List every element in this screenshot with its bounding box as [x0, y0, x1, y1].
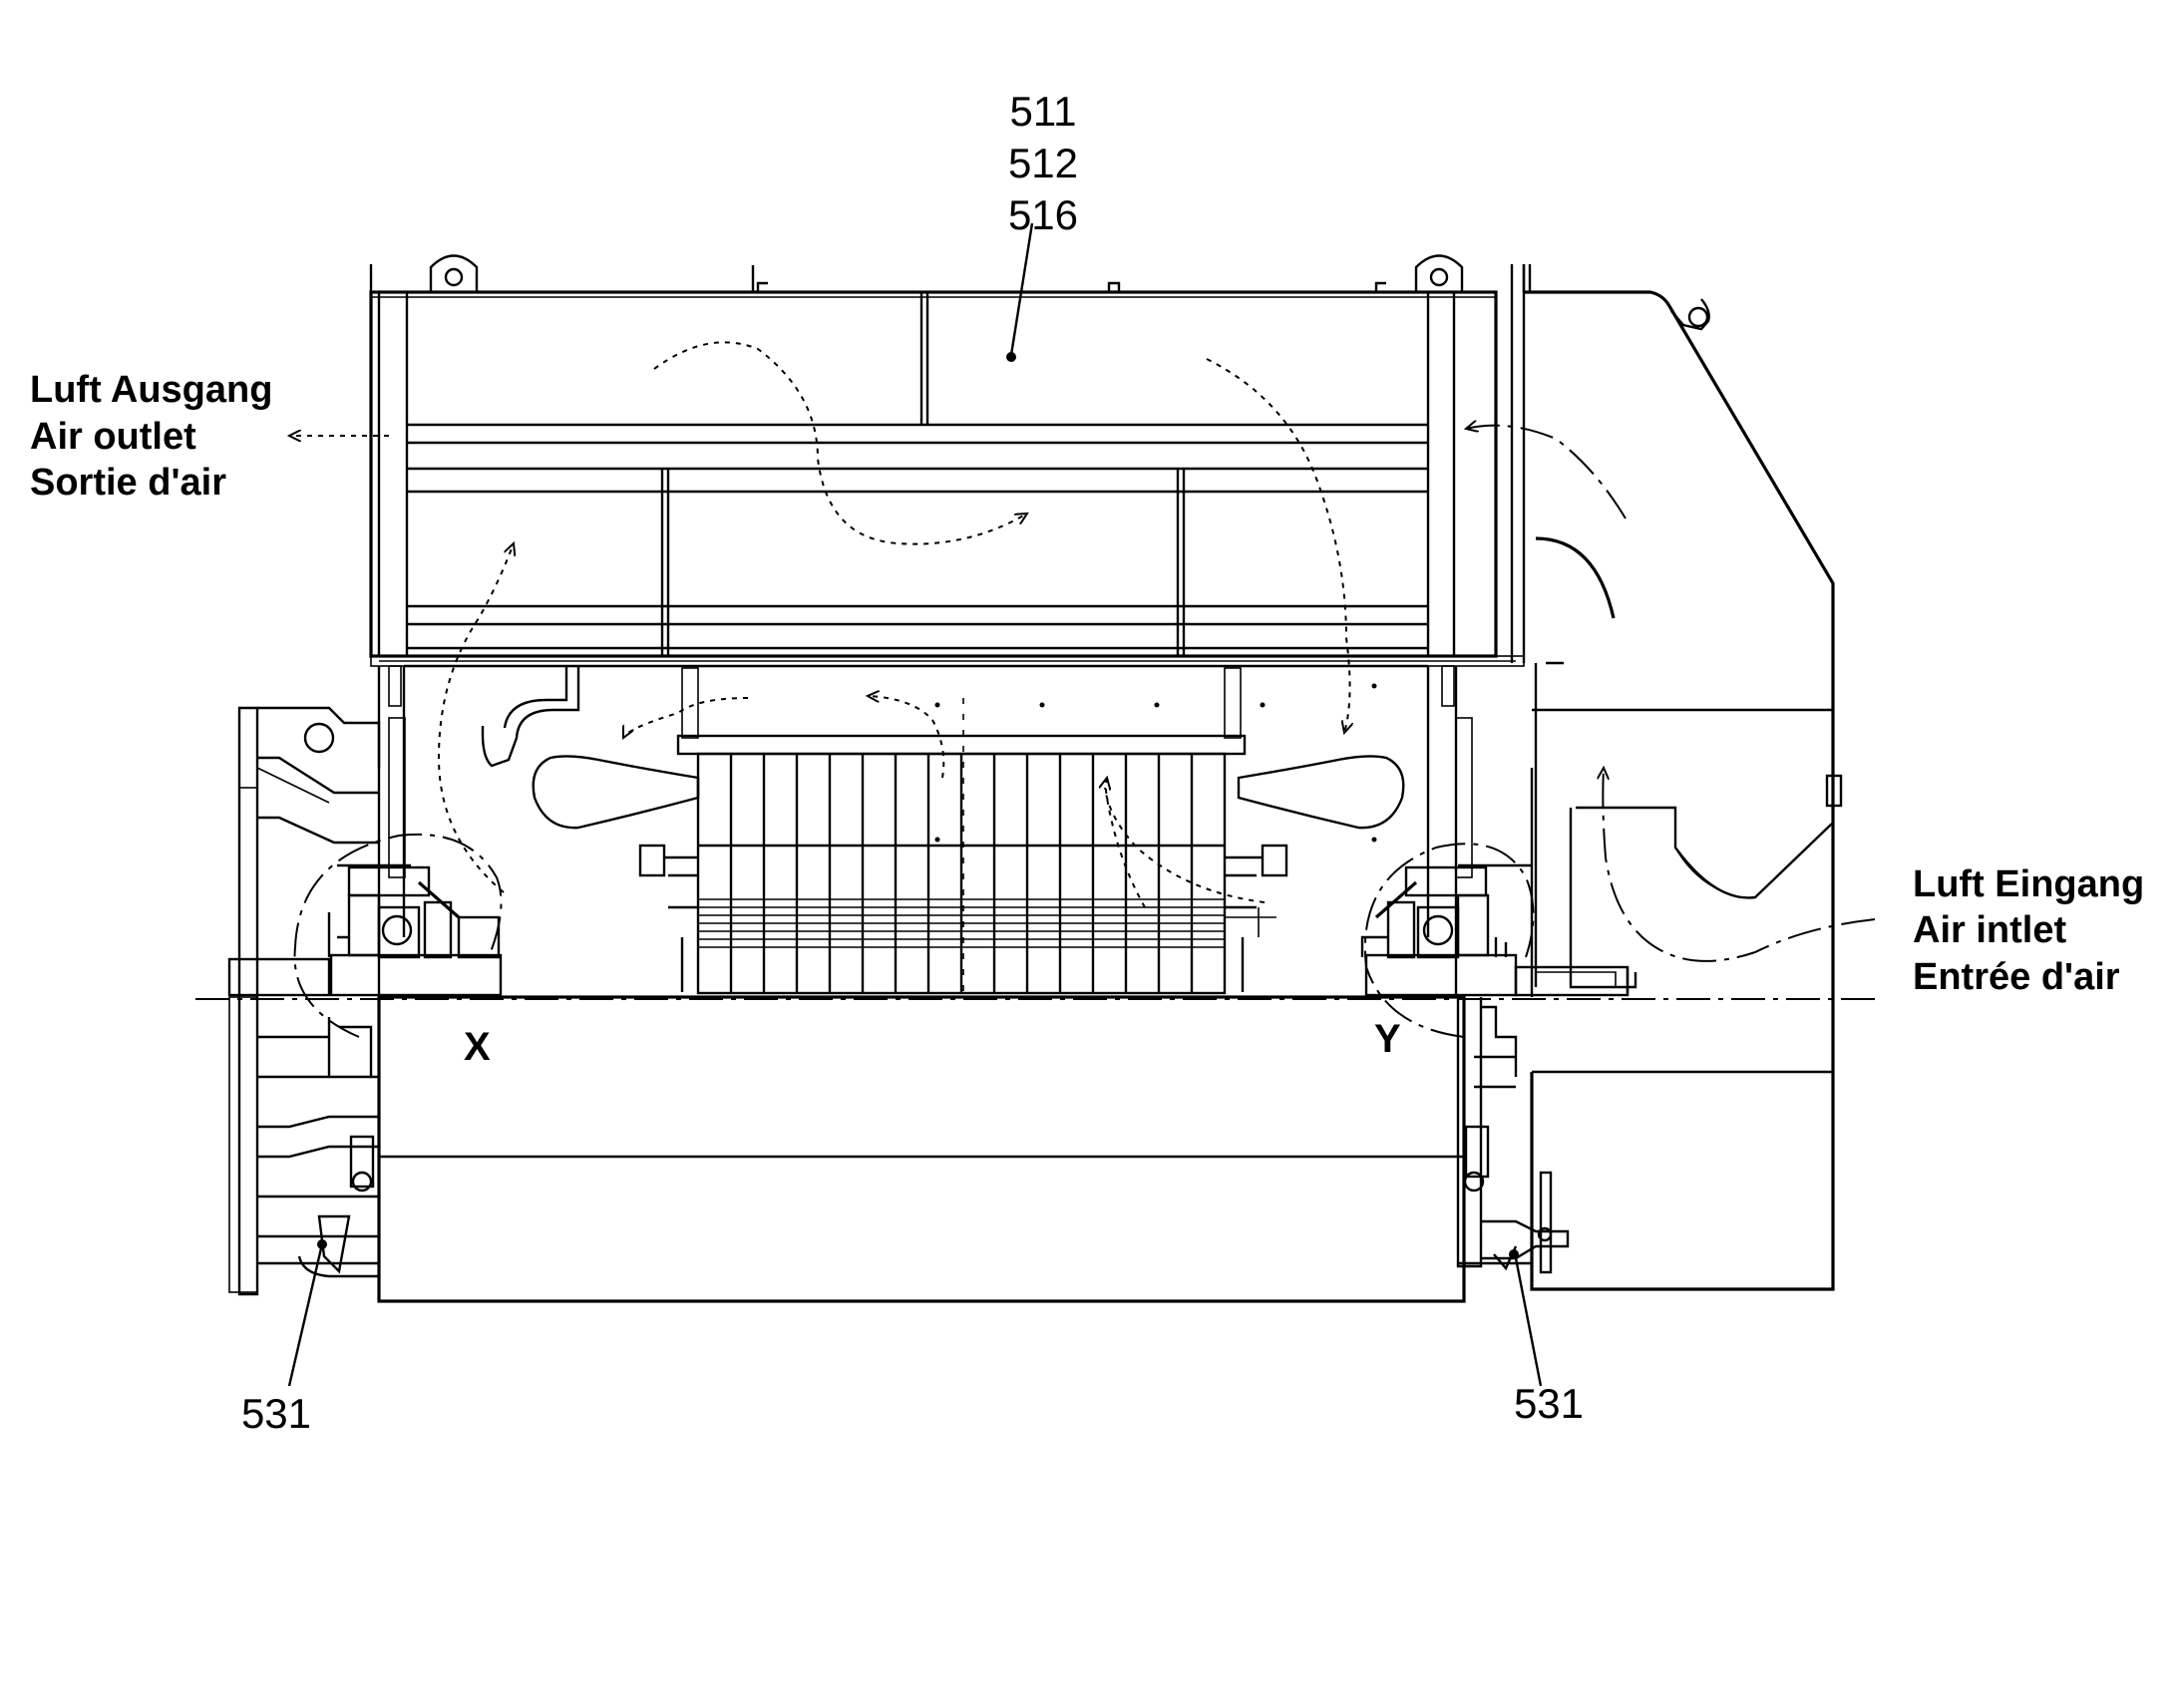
end-shield-left — [228, 706, 381, 1296]
ref-label-531-left: 531 — [241, 1390, 311, 1437]
air-outlet-label-de: Luft Ausgang — [30, 369, 272, 411]
end-shield-right — [1456, 997, 1570, 1274]
lower-body — [257, 995, 1532, 1303]
air-flow-paths — [289, 341, 1876, 962]
rotor-core — [638, 667, 1377, 995]
section-label-x: X — [464, 1025, 491, 1069]
inlet-hood — [1524, 290, 1843, 1291]
air-outlet-label-fr: Sortie d'air — [30, 462, 226, 504]
detail-circle-y — [1363, 843, 1535, 1038]
section-label-y: Y — [1374, 1017, 1401, 1061]
bearing-right — [1360, 865, 1630, 997]
bearing-left — [227, 865, 503, 997]
ref-label-516: 516 — [1008, 191, 1078, 238]
air-inlet-label-en: Air intlet — [1913, 909, 2066, 951]
air-inlet-label-fr: Entrée d'air — [1913, 956, 2120, 998]
leader-lines — [287, 222, 1543, 1387]
ref-label-512: 512 — [1008, 140, 1078, 186]
air-inlet-label-de: Luft Eingang — [1913, 863, 2144, 905]
cooler-housing — [369, 254, 1532, 667]
air-outlet-label-en: Air outlet — [30, 416, 196, 458]
ref-label-531-right: 531 — [1514, 1380, 1584, 1427]
ref-label-511: 511 — [1010, 88, 1077, 135]
